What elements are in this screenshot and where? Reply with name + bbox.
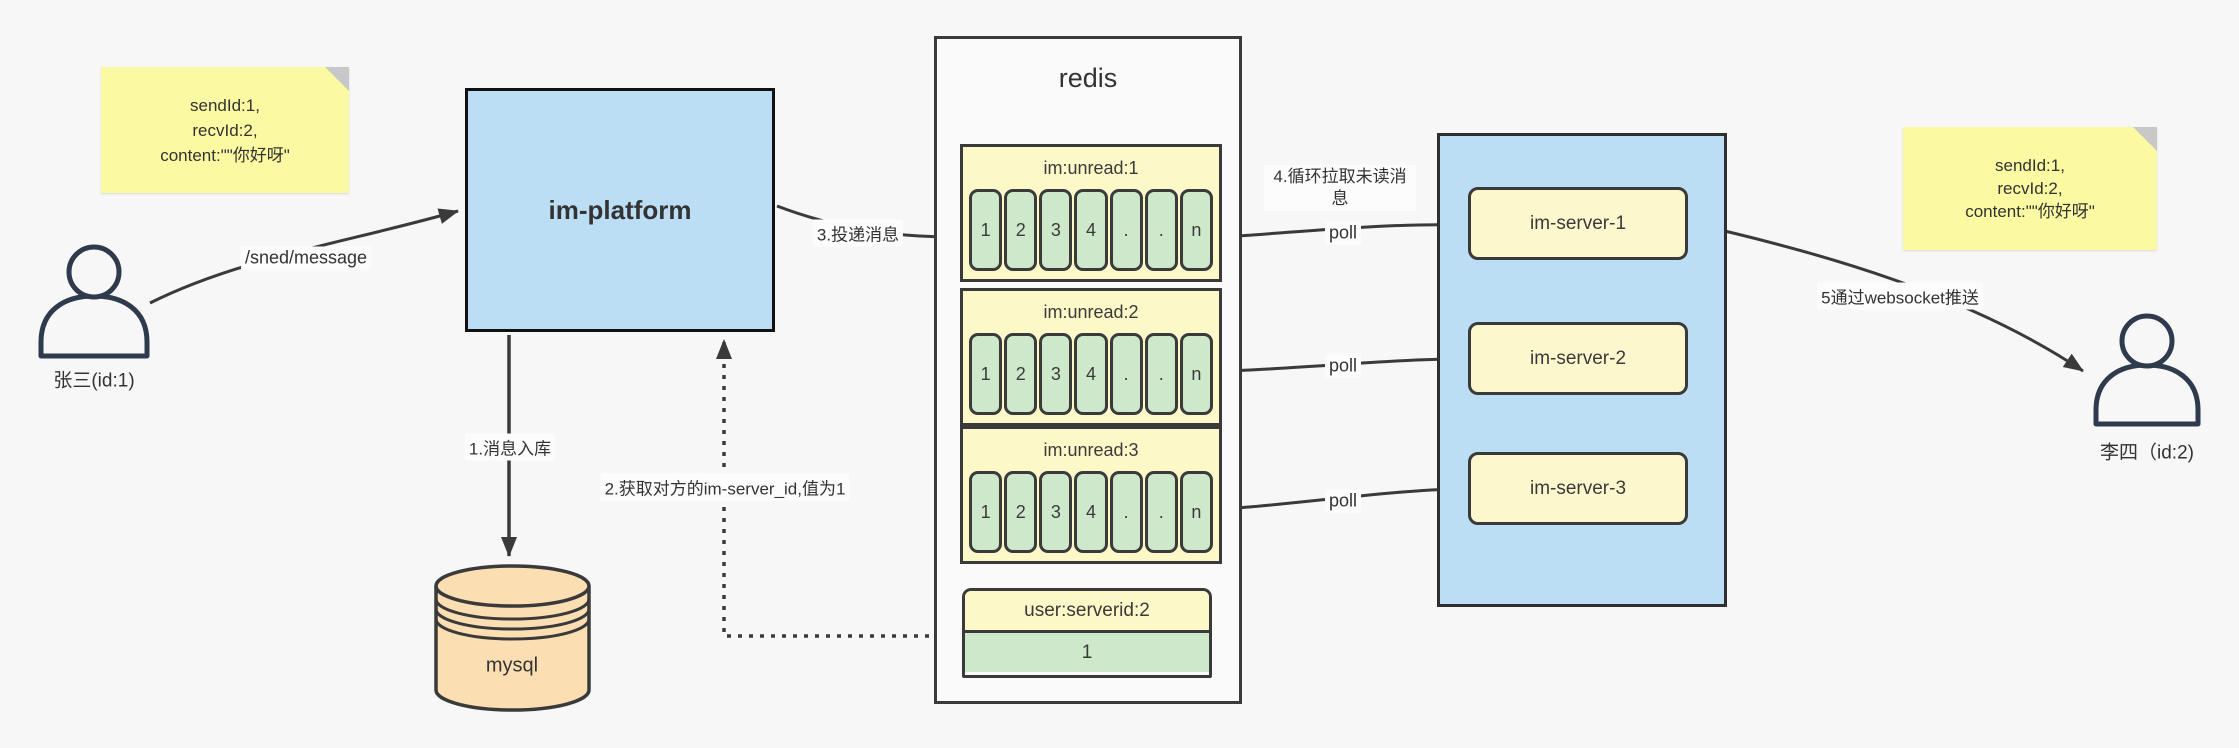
queue-cell: .	[1144, 333, 1178, 415]
queue-cell: 3	[1039, 471, 1073, 553]
queue-cell: 2	[1004, 189, 1038, 271]
receiver-person-icon	[2093, 313, 2201, 427]
im-server-label: im-server-1	[1529, 212, 1627, 234]
queue-cell: .	[1109, 333, 1143, 415]
edge-label-step1: 1.消息入库	[464, 433, 556, 461]
sender-person-icon	[38, 244, 150, 359]
edge-label-send: /sned/message	[240, 246, 372, 270]
queue-im-unread-1: im:unread:1 1 2 3 4 . . n	[960, 144, 1222, 282]
mysql-label: mysql	[485, 654, 539, 677]
queue-cell: 4	[1074, 471, 1108, 553]
edge-label-step4: 4.循环拉取未读消息	[1264, 165, 1416, 211]
queue-cell: 4	[1074, 189, 1108, 271]
edge-label-step5: 5通过websocket推送	[1817, 282, 1983, 310]
receiver-label: 李四（id:2)	[2100, 442, 2194, 464]
queue-cell: n	[1179, 471, 1213, 553]
im-servers-container: im-server-1 im-server-2 im-server-3	[1437, 133, 1727, 607]
queue-cell: .	[1144, 189, 1178, 271]
edge-get-serverid-dotted	[716, 339, 962, 638]
queue-cells: 1 2 3 4 . . n	[969, 471, 1213, 553]
note-line: recvId:2,	[192, 120, 258, 140]
queue-cell: .	[1144, 471, 1178, 553]
queue-cell: 3	[1039, 333, 1073, 415]
note-line: content:""你好呀"	[160, 145, 290, 165]
request-note-left: sendId:1, recvId:2, content:""你好呀"	[101, 67, 349, 193]
im-server-3-node: im-server-3	[1468, 452, 1688, 525]
note-line: sendId:1,	[190, 95, 260, 115]
mysql-cylinder-icon	[434, 564, 591, 712]
queue-cell: 3	[1039, 189, 1073, 271]
queue-name: im:unread:1	[1043, 157, 1139, 178]
queue-im-unread-2: im:unread:2 1 2 3 4 . . n	[960, 288, 1222, 426]
im-platform-node: im-platform	[465, 88, 775, 332]
queue-cell: 4	[1074, 333, 1108, 415]
queue-cell: 1	[969, 471, 1003, 553]
redis-container: redis im:unread:1 1 2 3 4 . . n im:unrea…	[934, 36, 1242, 704]
queue-cell: 1	[969, 189, 1003, 271]
edge-label-poll-3: poll	[1324, 489, 1362, 513]
edge-label-step2: 2.获取对方的im-server_id,值为1	[600, 473, 850, 501]
queue-im-unread-3: im:unread:3 1 2 3 4 . . n	[960, 426, 1222, 564]
edge-label-step3: 3.投递消息	[812, 219, 904, 247]
edge-label-poll-1: poll	[1324, 221, 1362, 245]
kv-key: user:serverid:2	[965, 591, 1209, 633]
queue-cell: .	[1109, 471, 1143, 553]
queue-cell: 1	[969, 333, 1003, 415]
edge-websocket-push	[1689, 221, 2084, 373]
im-server-1-node: im-server-1	[1468, 187, 1688, 260]
sender-label: 张三(id:1)	[53, 370, 135, 392]
im-server-label: im-server-3	[1529, 477, 1627, 499]
note-line: recvId:2,	[1997, 179, 2063, 198]
queue-cell: 2	[1004, 333, 1038, 415]
im-platform-label: im-platform	[548, 194, 692, 225]
queue-cell: 2	[1004, 471, 1038, 553]
kv-user-serverid: user:serverid:2 1	[962, 588, 1212, 678]
im-server-2-node: im-server-2	[1468, 322, 1688, 395]
queue-cell: n	[1179, 189, 1213, 271]
edge-label-poll-2: poll	[1324, 354, 1362, 378]
queue-cells: 1 2 3 4 . . n	[969, 333, 1213, 415]
queue-name: im:unread:2	[1043, 301, 1139, 322]
note-line: sendId:1,	[1995, 156, 2065, 175]
im-server-label: im-server-2	[1529, 347, 1627, 369]
queue-cells: 1 2 3 4 . . n	[969, 189, 1213, 271]
kv-value: 1	[965, 633, 1209, 672]
redis-title: redis	[1058, 63, 1118, 93]
queue-cell: n	[1179, 333, 1213, 415]
note-line: content:""你好呀"	[1965, 202, 2095, 221]
queue-name: im:unread:3	[1043, 439, 1139, 460]
queue-cell: .	[1109, 189, 1143, 271]
request-note-right: sendId:1, recvId:2, content:""你好呀"	[1903, 127, 2157, 250]
